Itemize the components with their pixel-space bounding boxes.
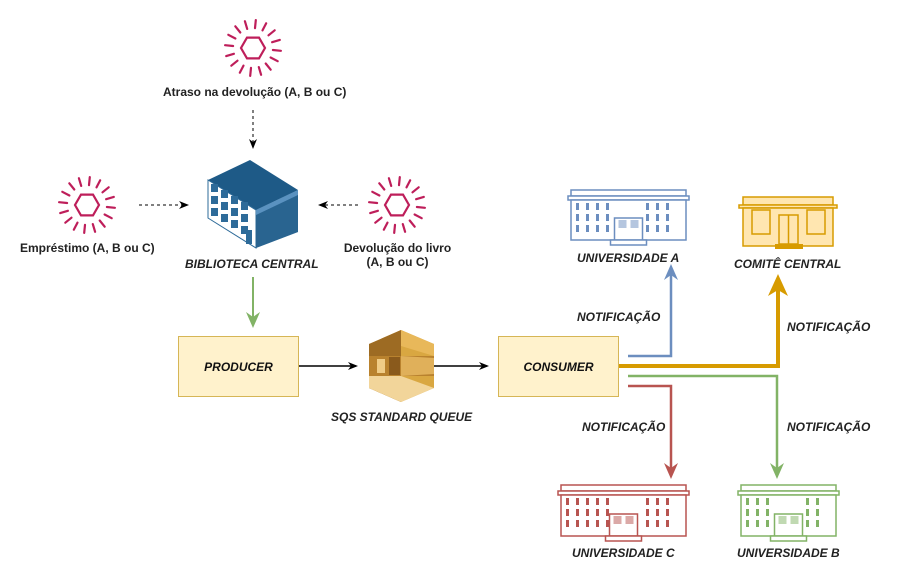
event-loan-label: Empréstimo (A, B ou C) — [20, 241, 155, 255]
notify-univ-b-line — [628, 374, 784, 479]
univ-b-label: UNIVERSIDADE B — [737, 546, 840, 560]
event-loan-icon — [58, 176, 116, 234]
notification-b-label: NOTIFICAÇÃO — [787, 420, 871, 434]
univ-b-building-icon — [737, 484, 840, 542]
event-return-line1: Devolução do livro — [343, 241, 452, 255]
univ-a-building-icon — [567, 189, 690, 246]
event-late-icon — [224, 19, 282, 77]
event-return-icon — [368, 176, 426, 234]
notify-univ-c-line — [628, 384, 678, 479]
univ-c-building-icon — [557, 484, 690, 542]
notification-committee-label: NOTIFICAÇÃO — [787, 320, 871, 334]
event-return-label: Devolução do livro (A, B ou C) — [340, 241, 455, 269]
notify-univ-a-line — [628, 264, 678, 358]
producer-box[interactable]: PRODUCER — [178, 336, 299, 397]
univ-c-label: UNIVERSIDADE C — [572, 546, 675, 560]
consumer-label: CONSUMER — [523, 359, 594, 374]
event-late-label: Atraso na devolução (A, B ou C) — [163, 85, 347, 99]
notification-a-label: NOTIFICAÇÃO — [577, 310, 661, 324]
consumer-box[interactable]: CONSUMER — [498, 336, 619, 397]
event-return-line2: (A, B ou C) — [366, 255, 429, 269]
sqs-queue-icon — [369, 330, 434, 402]
producer-label: PRODUCER — [204, 359, 273, 374]
committee-building-icon — [738, 196, 838, 249]
notify-committee-line — [619, 274, 788, 368]
notification-c-label: NOTIFICAÇÃO — [582, 420, 666, 434]
committee-label: COMITÊ CENTRAL — [734, 257, 842, 271]
library-building-icon — [207, 160, 298, 249]
univ-a-label: UNIVERSIDADE A — [577, 251, 680, 265]
queue-label: SQS STANDARD QUEUE — [331, 410, 473, 424]
library-label: BIBLIOTECA CENTRAL — [185, 257, 319, 271]
